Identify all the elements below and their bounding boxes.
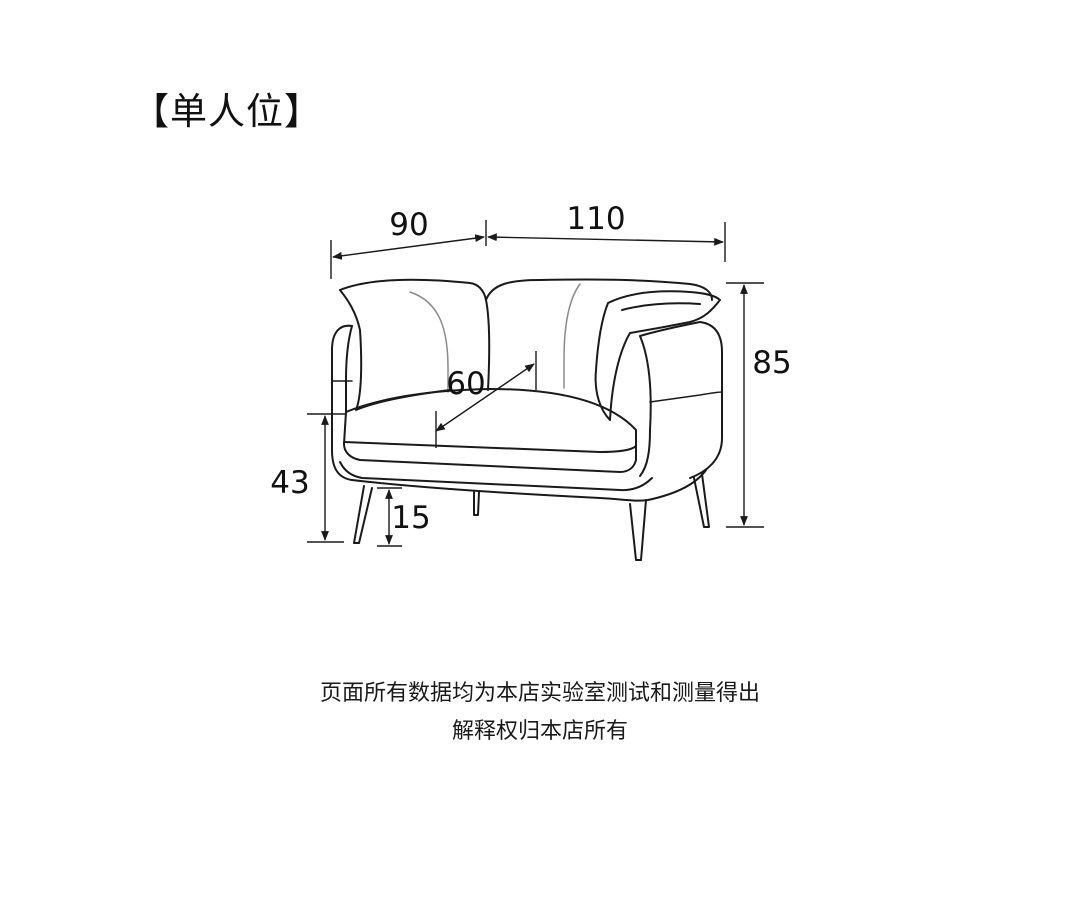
label-seat-height: 43 xyxy=(270,465,309,501)
label-total-width: 110 xyxy=(566,201,625,237)
leg-back-right xyxy=(693,473,710,528)
left-arm xyxy=(331,324,353,481)
left-arm-inner xyxy=(345,325,353,413)
backrest-seam-left xyxy=(409,291,449,393)
right-pillow-inner xyxy=(621,302,701,311)
seat-cushion xyxy=(343,388,637,473)
label-height: 85 xyxy=(752,345,791,381)
right-pillow xyxy=(594,290,721,421)
dimension-lines xyxy=(307,220,764,547)
dim-seat-width-line xyxy=(332,234,485,260)
footnote-line-2: 解释权归本店所有 xyxy=(451,719,628,744)
right-arm-seam xyxy=(649,391,723,403)
backrest-seam-right xyxy=(563,283,581,389)
left-pillow xyxy=(339,289,451,411)
dim-seat-depth-line xyxy=(435,363,535,432)
label-seat-width: 90 xyxy=(389,207,428,243)
backrest-center-divide xyxy=(485,299,491,391)
sofa-base xyxy=(339,461,653,492)
footnote-line-1: 页面所有数据均为本店实验室测试和测量得出 xyxy=(319,681,760,706)
sofa-backrest xyxy=(339,278,713,301)
seat-cushion-front-edge xyxy=(343,441,637,453)
sofa-illustration xyxy=(331,278,723,561)
dim-total-width-line xyxy=(487,233,724,246)
leg-front-left xyxy=(353,485,373,544)
sofa-base-bottom xyxy=(351,469,707,502)
seat-cushion-left-side xyxy=(343,411,347,445)
leg-front-right xyxy=(629,499,647,561)
right-arm xyxy=(689,321,723,479)
label-seat-depth: 60 xyxy=(446,366,485,402)
leg-back-left xyxy=(473,491,480,516)
page-title: 【单人位】 xyxy=(132,90,322,133)
label-leg-height: 15 xyxy=(391,500,430,536)
right-arm-inner xyxy=(639,335,652,477)
right-arm-outer-join xyxy=(639,321,701,337)
